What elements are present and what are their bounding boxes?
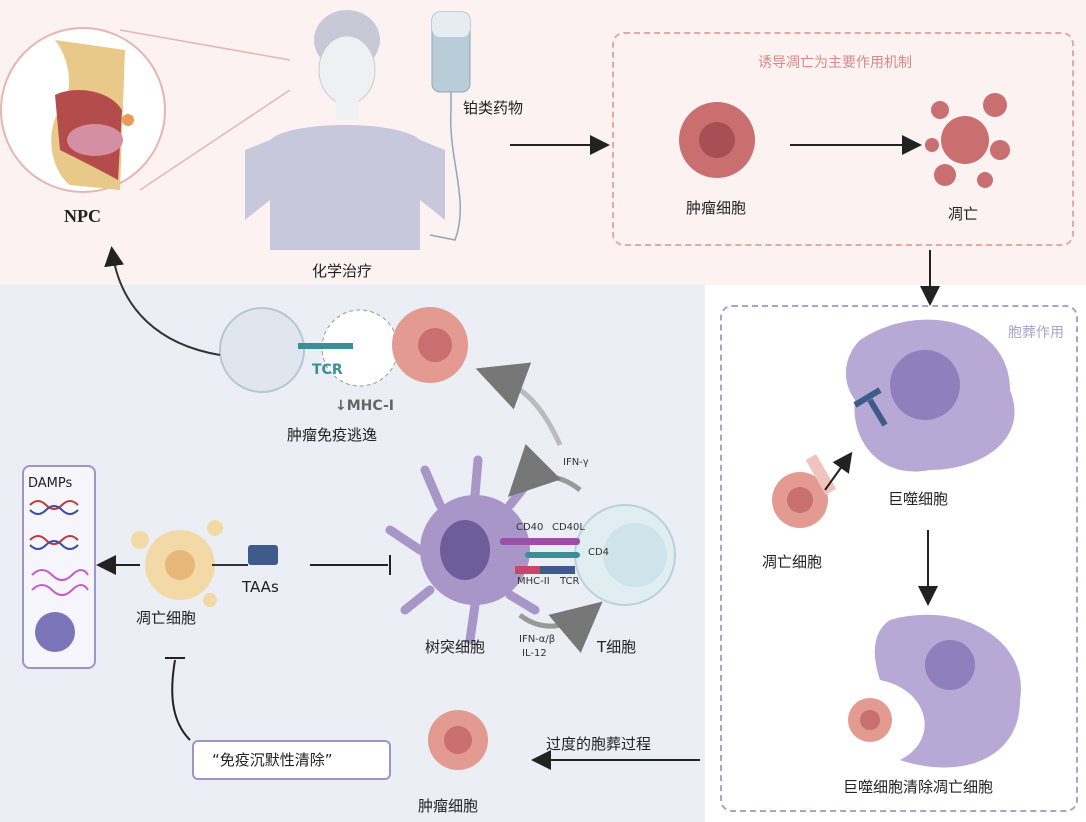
silent-clearance-box	[192, 740, 391, 780]
apoptotic-fragments-illustration	[925, 93, 1010, 188]
apoptosis-label: 凋亡	[948, 205, 979, 223]
apoptosis-box	[612, 32, 1074, 246]
tcr2-label: TCR	[560, 576, 580, 587]
macrophage-clearance-illustration	[848, 614, 1021, 768]
drug-label: 铂类药物	[463, 99, 524, 117]
ifn-gamma-label: IFN-γ	[563, 457, 589, 468]
apoptotic-cell-label-left: 凋亡细胞	[136, 609, 197, 627]
tumor-cell-bottom-label: 肿瘤细胞	[418, 797, 479, 815]
damps-illustration	[29, 500, 89, 652]
ifn-ab-label: IFN-α/β	[519, 634, 556, 645]
patient-illustration	[245, 10, 445, 250]
npc-label: NPC	[64, 206, 101, 226]
excess-efferocytosis-label: 过度的胞葬过程	[546, 735, 652, 753]
taa-receptor-icon	[248, 545, 278, 565]
inhibit-arrow-silent	[171, 659, 191, 741]
damps-box	[22, 465, 96, 669]
arrow-ifn-gamma	[507, 444, 582, 498]
cd40l-label: CD40L	[552, 522, 585, 533]
mhc-i-label: ↓MHC-I	[335, 398, 394, 414]
t-cell-label: T细胞	[597, 638, 637, 656]
t-cell-illustration	[574, 504, 676, 606]
efferocytosis-box-title: 胞葬作用	[1008, 325, 1064, 341]
immune-escape-label: 肿瘤免疫逃逸	[287, 426, 378, 444]
arrow-escape-to-npc	[104, 246, 221, 356]
efferocytosis-box	[720, 305, 1078, 812]
apoptotic-cell-label-right: 凋亡细胞	[762, 553, 823, 571]
clearance-label: 巨噬细胞清除凋亡细胞	[843, 778, 994, 796]
apoptotic-cell-left-illustration	[131, 520, 223, 607]
apoptotic-cell-illustration	[772, 451, 853, 528]
arrow-ifn-ab	[518, 601, 603, 653]
macrophage-illustration	[845, 319, 1015, 472]
dendritic-cell-illustration	[385, 455, 540, 645]
iv-bag-illustration	[429, 11, 471, 241]
immune-escape-illustration	[219, 307, 468, 393]
mhc-ii-label: MHC-II	[517, 576, 550, 587]
dendritic-cell-label: 树突细胞	[425, 638, 486, 656]
tcr-label: TCR	[312, 362, 343, 378]
tumor-cell-label: 肿瘤细胞	[686, 199, 747, 217]
apoptosis-box-title: 诱导凋亡为主要作用机制	[758, 55, 912, 71]
silent-clearance-label: “免疫沉默性清除”	[212, 751, 333, 769]
chemo-label: 化学治疗	[312, 262, 373, 280]
taas-label: TAAs	[242, 578, 279, 596]
npc-anatomy-illustration	[0, 27, 291, 193]
il12-label: IL-12	[522, 648, 547, 659]
synapse-molecules	[500, 538, 580, 574]
cd40-label: CD40	[516, 522, 544, 533]
cd4-label: CD4	[588, 547, 610, 558]
damps-label: DAMPs	[28, 476, 73, 491]
arrow-dc-to-escape	[475, 362, 563, 447]
macrophage-label: 巨噬细胞	[888, 490, 949, 508]
